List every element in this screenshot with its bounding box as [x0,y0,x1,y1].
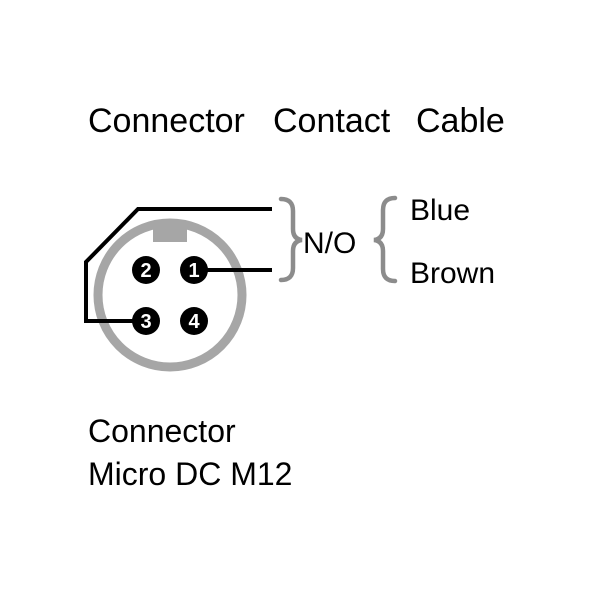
footer-connector-label: Connector [88,413,236,449]
connector-face [93,218,247,372]
pin-3-number: 3 [140,311,151,333]
wires [84,207,272,323]
cable-label-brown: Brown [410,257,495,290]
pin-2: 2 [132,256,160,284]
header-cable-label: Cable [416,102,505,140]
footer-connector-model: Micro DC M12 [88,456,292,492]
pin-4: 4 [180,307,208,335]
pin-1-number: 1 [188,260,199,282]
connector-pins: 1 2 3 4 [132,256,208,335]
pin-2-number: 2 [140,260,151,282]
contact-type-label: N/O [303,227,356,260]
cable-brace-icon [373,195,398,284]
contact-brace-icon [278,196,303,283]
cable-label-blue: Blue [410,194,470,227]
header-contact-label: Contact [273,102,391,140]
pin-3: 3 [132,307,160,335]
connector-key [153,222,187,242]
header-connector-label: Connector [88,102,245,140]
connector-ring [93,218,247,372]
pin-1: 1 [180,256,208,284]
pin-4-number: 4 [188,311,200,333]
wire-pin-3 [84,207,272,323]
